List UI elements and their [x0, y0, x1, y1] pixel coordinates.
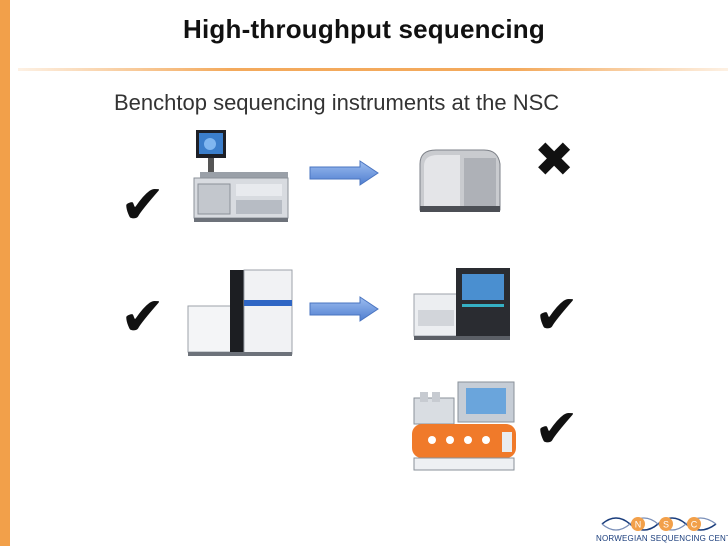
slide-title: High-throughput sequencing: [183, 14, 545, 44]
logo-letter: C: [691, 520, 698, 530]
check-mark-icon: ✔: [120, 173, 166, 236]
accent-bar: [0, 0, 10, 546]
ion-pgm-sequencer-icon: [412, 381, 516, 471]
miseq-sequencer-icon: [413, 268, 510, 340]
logo-letter: N: [635, 520, 642, 530]
slide-subtitle: Benchtop sequencing instruments at the N…: [114, 90, 560, 115]
cross-mark-icon: ✖: [534, 132, 575, 188]
check-mark-icon: ✔: [534, 283, 580, 346]
check-mark-icon: ✔: [534, 397, 580, 460]
hiseq-sequencer-icon: [187, 269, 293, 356]
title-divider: [18, 68, 728, 71]
arrow-right-icon: [309, 160, 379, 186]
sequencer-with-monitor-icon: [193, 130, 289, 222]
logo-caption: NORWEGIAN SEQUENCING CENTRE: [596, 534, 728, 543]
arrow-right-icon: [309, 296, 379, 322]
benchtop-sequencer-gray-icon: [419, 149, 501, 212]
check-mark-icon: ✔: [120, 285, 166, 348]
logo-letter: S: [663, 520, 669, 530]
nsc-logo: N S C: [601, 517, 717, 531]
